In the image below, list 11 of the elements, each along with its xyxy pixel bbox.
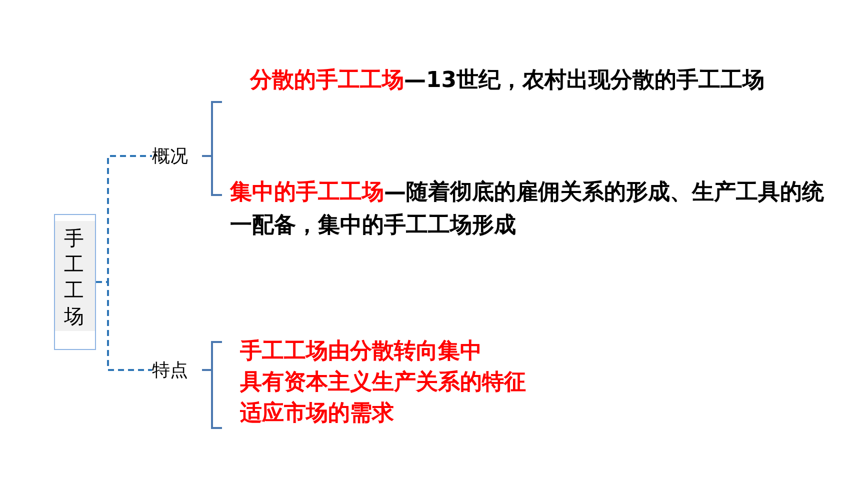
title-box xyxy=(54,214,96,350)
feature-text: 手工工场由分散转向集中 xyxy=(240,338,483,366)
description-text: 集中的手工工场—随着彻底的雇佣关系的形成、生产工具的统一配备，集中的手工工场形成 xyxy=(230,180,824,238)
feature-text: 适应市场的需求 xyxy=(240,400,395,428)
description-text: 分散的手工工场—13世纪，农村出现分散的手工工场 xyxy=(250,68,765,93)
branch-label: 特点 xyxy=(152,358,188,382)
branch-label: 概况 xyxy=(152,144,188,168)
title-text: 手工工场 xyxy=(64,225,84,329)
dashed-connector xyxy=(96,281,152,371)
feature-text: 具有资本主义生产关系的特征 xyxy=(240,368,527,397)
bracket-connector xyxy=(201,341,223,429)
